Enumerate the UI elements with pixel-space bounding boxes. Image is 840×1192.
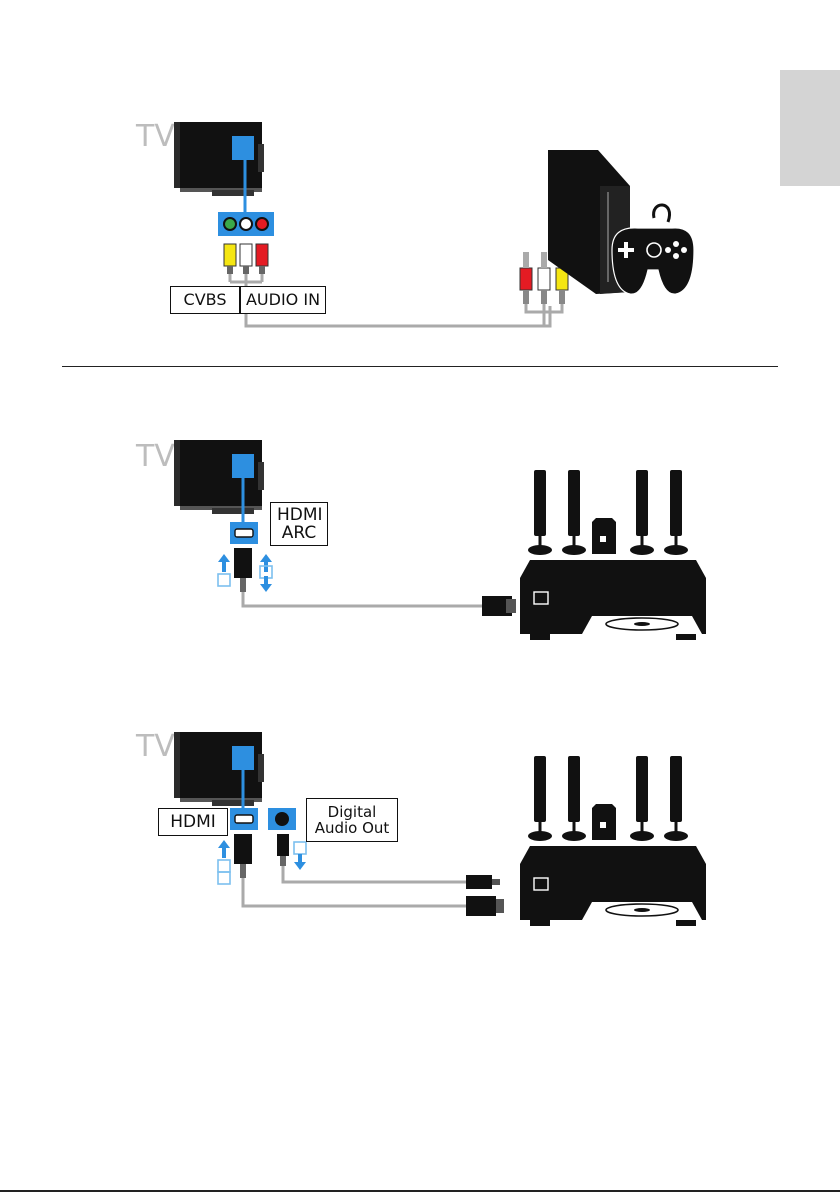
home-theater-receiver-icon bbox=[520, 560, 706, 640]
speaker-icon bbox=[562, 470, 586, 555]
tv-icon bbox=[174, 732, 264, 802]
subwoofer-icon bbox=[592, 518, 616, 554]
speaker-icon bbox=[528, 470, 552, 555]
optical-plug bbox=[277, 834, 289, 856]
hdmi-plug bbox=[234, 834, 252, 864]
subwoofer-icon bbox=[592, 804, 616, 840]
tv-label: TV bbox=[135, 119, 175, 154]
speaker-icon bbox=[664, 756, 688, 841]
home-theater-receiver-icon bbox=[520, 846, 706, 926]
label-hdmi-arc: HDMI ARC bbox=[270, 502, 328, 546]
tv-icon bbox=[174, 122, 264, 192]
speaker-icon bbox=[562, 756, 586, 841]
speaker-icon bbox=[664, 470, 688, 555]
speaker-icon bbox=[630, 470, 654, 555]
label-digital-audio-out: Digital Audio Out bbox=[306, 798, 398, 842]
section-hdmi-arc: TV bbox=[135, 439, 706, 640]
label-hdmi: HDMI bbox=[158, 808, 228, 836]
tv-icon bbox=[174, 440, 264, 510]
hdmi-plug bbox=[234, 548, 252, 578]
speaker-icon bbox=[528, 756, 552, 841]
label-cvbs: CVBS bbox=[170, 286, 240, 314]
label-hdmi-arc-text: HDMI ARC bbox=[277, 506, 321, 543]
label-audio-in: AUDIO IN bbox=[240, 286, 326, 314]
speaker-icon bbox=[630, 756, 654, 841]
tv-label: TV bbox=[135, 439, 175, 474]
tv-label: TV bbox=[135, 729, 175, 764]
